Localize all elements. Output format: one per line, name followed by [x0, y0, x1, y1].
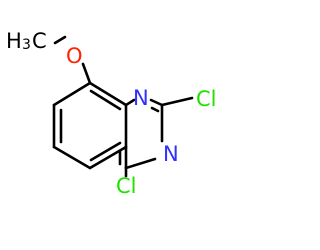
nitrogen-1-label: N	[133, 86, 149, 110]
bond-c5-c4a-inner	[89, 141, 122, 162]
bond-c2-cl	[160, 96, 194, 107]
bond-c6-c5	[52, 145, 92, 170]
bond-c8a-c8	[88, 81, 128, 107]
methyl-h-label: H	[6, 29, 22, 53]
methyl-subscript-label: 3	[22, 37, 31, 53]
chlorine-2-label: Cl	[196, 87, 217, 111]
oxygen-label: O	[66, 44, 83, 68]
bond-c8a-c8-inner	[89, 89, 122, 111]
methyl-c-label: C	[32, 29, 47, 53]
bond-methyl-oxygen	[53, 35, 67, 45]
structure-svg: H 3 C O N N Cl Cl	[6, 29, 217, 198]
bond-c8a-n1	[124, 98, 136, 107]
bond-n1-c2	[149, 98, 164, 107]
bond-n1-c2-inner	[150, 106, 160, 113]
bond-c8-c7	[52, 81, 92, 107]
chlorine-4-label: Cl	[116, 174, 137, 198]
bond-oxygen-c8	[81, 62, 92, 85]
nitrogen-3-label: N	[163, 142, 179, 166]
atom-label-layer: H 3 C O N N Cl Cl	[6, 29, 217, 198]
molecule-diagram: H 3 C O N N Cl Cl	[6, 29, 217, 198]
bond-n3-c4	[124, 157, 157, 170]
bond-layer	[52, 35, 194, 178]
